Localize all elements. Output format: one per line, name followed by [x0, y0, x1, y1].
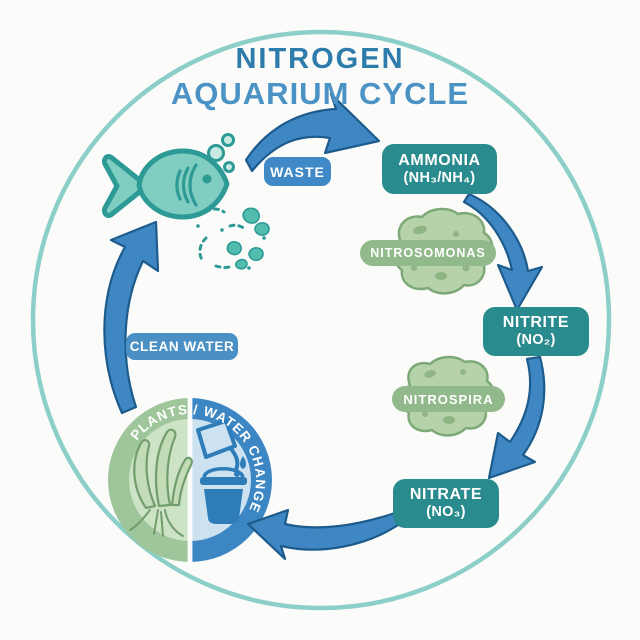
- fish-gill-line: [181, 166, 190, 204]
- nitrate-formula: (NO₃): [426, 504, 466, 521]
- nitrite-label: NITRITE: [502, 314, 570, 332]
- nitrate-label: NITRATE: [409, 486, 483, 504]
- bucket-rim: [200, 477, 247, 485]
- waste-particles-icon: [196, 207, 270, 270]
- outer-cycle-circle: [30, 29, 612, 611]
- pitcher: [196, 419, 237, 459]
- ammonia-formula: (NH₃/NH₄): [403, 169, 476, 186]
- waste-arrow: [244, 92, 381, 173]
- water-drop: [240, 456, 246, 469]
- pitcher-bucket-icon: [196, 419, 247, 524]
- waste-label: WASTE: [264, 157, 331, 186]
- nitrite-stage-box: NITRITE (NO₂): [483, 307, 589, 356]
- plant-icon: [129, 428, 193, 537]
- fish-eye: [202, 174, 212, 184]
- nitrate-uptake-arrow: [246, 508, 403, 561]
- nitrospira-label: NITROSPIRA: [392, 386, 505, 412]
- fish-tail: [102, 154, 150, 218]
- fish-gill-line: [175, 169, 182, 201]
- title-line-2: AQUARIUM CYCLE: [170, 76, 470, 112]
- water-stream: [229, 447, 240, 472]
- fish-icon: [102, 148, 230, 220]
- fish-gill-line: [188, 163, 198, 207]
- nitrite-formula: (NO₂): [516, 332, 556, 349]
- title-line-1: NITROGEN: [235, 43, 405, 75]
- nitrosomonas-label: NITROSOMONAS: [360, 240, 496, 266]
- blob-spots: [411, 225, 470, 424]
- circle-divider: [187, 397, 193, 563]
- nitrate-stage-box: NITRATE (NO₃): [393, 479, 499, 528]
- clean-water-label: CLEAN WATER: [126, 333, 238, 360]
- nitrite-to-nitrate-arrow: [487, 355, 546, 480]
- ammonia-label: AMMONIA: [398, 151, 481, 169]
- page-title: NITROGEN AQUARIUM CYCLE: [0, 43, 640, 112]
- bucket-body: [204, 489, 243, 524]
- ammonia-stage-box: AMMONIA (NH₃/NH₄): [382, 144, 497, 194]
- bucket-handle: [202, 467, 245, 478]
- plants-water-change-circle: PLANTS / WATER CHANGE: [108, 397, 272, 563]
- bubbles-icon: [207, 133, 235, 173]
- clean-water-arrow: [103, 220, 160, 415]
